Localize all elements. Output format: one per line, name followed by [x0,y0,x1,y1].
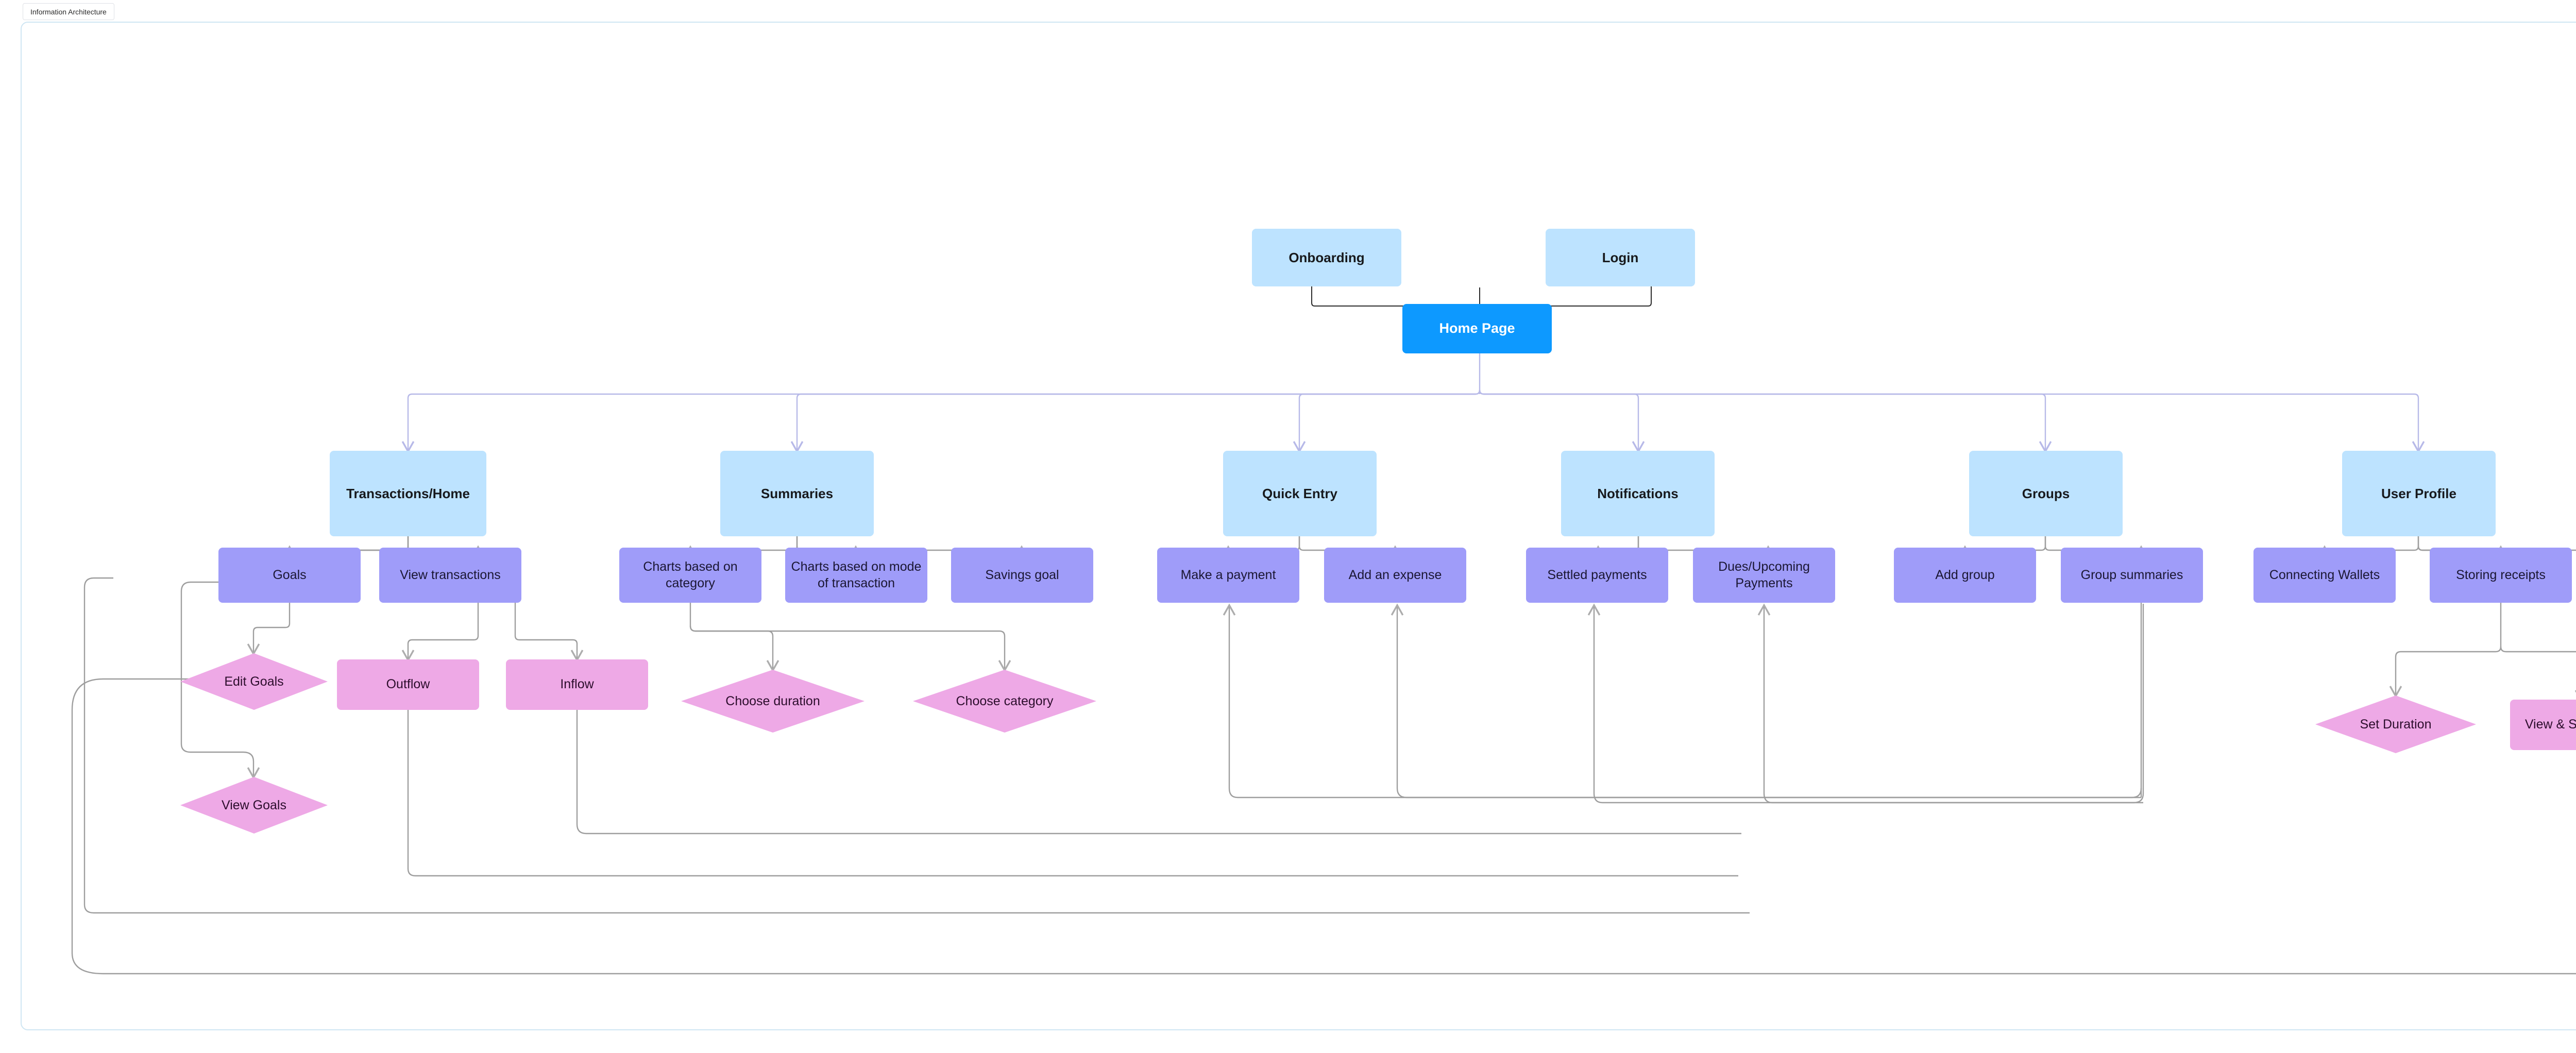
node-transactions-home[interactable]: Transactions/Home [330,451,486,536]
node-quick-entry[interactable]: Quick Entry [1223,451,1377,536]
node-group-summaries[interactable]: Group summaries [2061,548,2203,603]
node-label: Dues/Upcoming Payments [1718,559,1810,590]
node-label: Quick Entry [1262,485,1337,501]
node-label: Make a payment [1180,567,1276,582]
node-add-group[interactable]: Add group [1894,548,2036,603]
node-label: Groups [2022,485,2070,501]
node-label: Transactions/Home [346,485,470,501]
node-label: Notifications [1597,485,1679,501]
node-label: Connecting Wallets [2269,567,2380,582]
node-groups[interactable]: Groups [1969,451,2123,536]
node-inflow[interactable]: Inflow [506,659,648,710]
node-view-transactions[interactable]: View transactions [379,548,521,603]
node-label: Add an expense [1348,567,1442,582]
node-charts-based-on-mode[interactable]: Charts based on mode of transaction [785,548,927,603]
node-goals[interactable]: Goals [218,548,361,603]
node-label: Savings goal [985,567,1059,582]
node-settled-payments[interactable]: Settled payments [1526,548,1668,603]
node-charts-based-on-category[interactable]: Charts based on category [619,548,761,603]
page-tab-label: Information Architecture [30,7,107,16]
node-label: View Goals [222,797,286,812]
node-choose-duration[interactable]: Choose duration [681,670,865,733]
node-outflow[interactable]: Outflow [337,659,479,710]
node-label: Add group [1935,567,1995,582]
node-add-an-expense[interactable]: Add an expense [1324,548,1466,603]
node-label: User Profile [2381,485,2456,501]
node-label: Onboarding [1289,249,1365,265]
node-label: Summaries [760,485,834,501]
node-label: Storing receipts [2456,567,2546,582]
node-set-duration[interactable]: Set Duration [2315,695,2476,753]
node-label: Goals [273,567,307,582]
node-label: Set Duration [2360,717,2432,732]
node-summaries[interactable]: Summaries [720,451,874,536]
node-label: Charts based on mode of transaction [791,559,922,590]
node-label: View transactions [400,567,501,582]
node-view-and-sort-receipts[interactable]: View & Sort Receipts [2510,700,2576,750]
node-connecting-wallets[interactable]: Connecting Wallets [2253,548,2396,603]
node-label: Charts based on category [643,559,738,590]
node-onboarding[interactable]: Onboarding [1252,229,1401,286]
node-choose-category[interactable]: Choose category [913,670,1096,733]
node-dues-upcoming-payments[interactable]: Dues/Upcoming Payments [1693,548,1835,603]
page-tab[interactable]: Information Architecture [23,3,114,20]
node-label: Login [1602,249,1639,265]
node-login[interactable]: Login [1546,229,1695,286]
node-notifications[interactable]: Notifications [1561,451,1715,536]
node-home-page[interactable]: Home Page [1402,304,1552,353]
node-label: Outflow [386,677,430,692]
node-label: Home Page [1439,320,1515,336]
node-label: Group summaries [2080,567,2183,582]
node-user-profile[interactable]: User Profile [2342,451,2496,536]
node-label: Settled payments [1547,567,1647,582]
node-make-a-payment[interactable]: Make a payment [1157,548,1299,603]
node-label: Inflow [560,677,594,692]
node-edit-goals[interactable]: Edit Goals [180,653,328,710]
node-label: View & Sort Receipts [2524,717,2576,732]
node-label: Edit Goals [224,674,284,689]
node-storing-receipts[interactable]: Storing receipts [2430,548,2572,603]
node-view-goals[interactable]: View Goals [180,777,328,834]
node-savings-goal[interactable]: Savings goal [951,548,1093,603]
node-label: Choose duration [725,693,820,708]
node-label: Choose category [956,693,1054,708]
